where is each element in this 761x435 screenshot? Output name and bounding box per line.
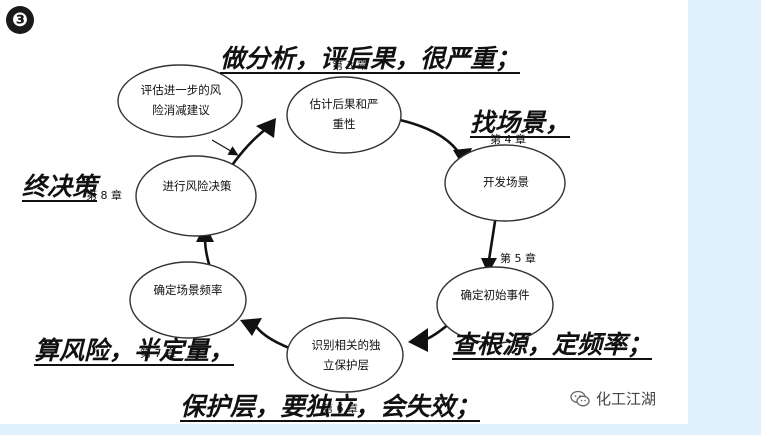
node-develop-shape [444, 144, 566, 222]
arrowhead-develop-to-initiating [481, 258, 497, 274]
node-initiating-shape [436, 266, 554, 344]
watermark: 化工江湖 [570, 388, 656, 409]
node-suggest-shape [117, 64, 243, 138]
chapter-tag-7: 第 7 章 [140, 347, 176, 360]
node-suggest-label: 评估进一步的风险消减建议 [140, 83, 222, 117]
bottom-margin-band [0, 424, 761, 435]
arrow-develop-to-initiating [487, 214, 498, 261]
node-ipl-shape [286, 317, 404, 393]
chapter-tag-4: 第 4 章 [490, 133, 526, 146]
node-frequency-label: 确定场景频率 [153, 283, 223, 297]
node-initiating-label: 确定初始事件 [460, 288, 530, 302]
arrow-estimate-to-develop [399, 118, 465, 161]
chapter-tag-3: 第 3 章 [332, 59, 368, 72]
node-estimate-label: 估计后果和严重性 [309, 97, 379, 131]
node-develop-label: 开发场景 [483, 175, 529, 189]
chapter-tag-5: 第 5 章 [500, 252, 536, 265]
node-estimate-shape [286, 76, 402, 154]
step-number-badge: ❸ [6, 6, 34, 34]
arrowhead-decision-to-estimate [256, 118, 276, 138]
annotation-protection: 保护层，要独立，会失效； [180, 392, 481, 421]
arrow-suggest-to-decision [211, 139, 239, 156]
annotation-decision: 终决策 [22, 172, 98, 201]
annotation-analysis: 做分析，评后果，很严重； [220, 44, 521, 73]
watermark-text: 化工江湖 [596, 390, 657, 408]
arrow-decision-to-estimate [228, 124, 271, 169]
annotation-risk: 算风险，半定量， [34, 336, 235, 365]
chapter-tag-6: 第 6 章 [322, 402, 358, 415]
chapter-tag-8: 第 8 章 [86, 189, 122, 202]
right-margin-band [688, 0, 761, 435]
wechat-icon [570, 390, 590, 406]
node-decision-shape [135, 155, 257, 237]
arrowhead-ipl-to-frequency [240, 318, 262, 336]
node-ipl-label: 识别相关的独立保护层 [311, 338, 381, 372]
node-frequency-shape [129, 261, 247, 339]
annotation-scene: 找场景， [470, 108, 571, 137]
node-decision-label: 进行风险决策 [162, 179, 232, 193]
arrowhead-initiating-to-ipl [408, 328, 428, 352]
annotation-source: 查根源，定频率； [452, 330, 653, 359]
